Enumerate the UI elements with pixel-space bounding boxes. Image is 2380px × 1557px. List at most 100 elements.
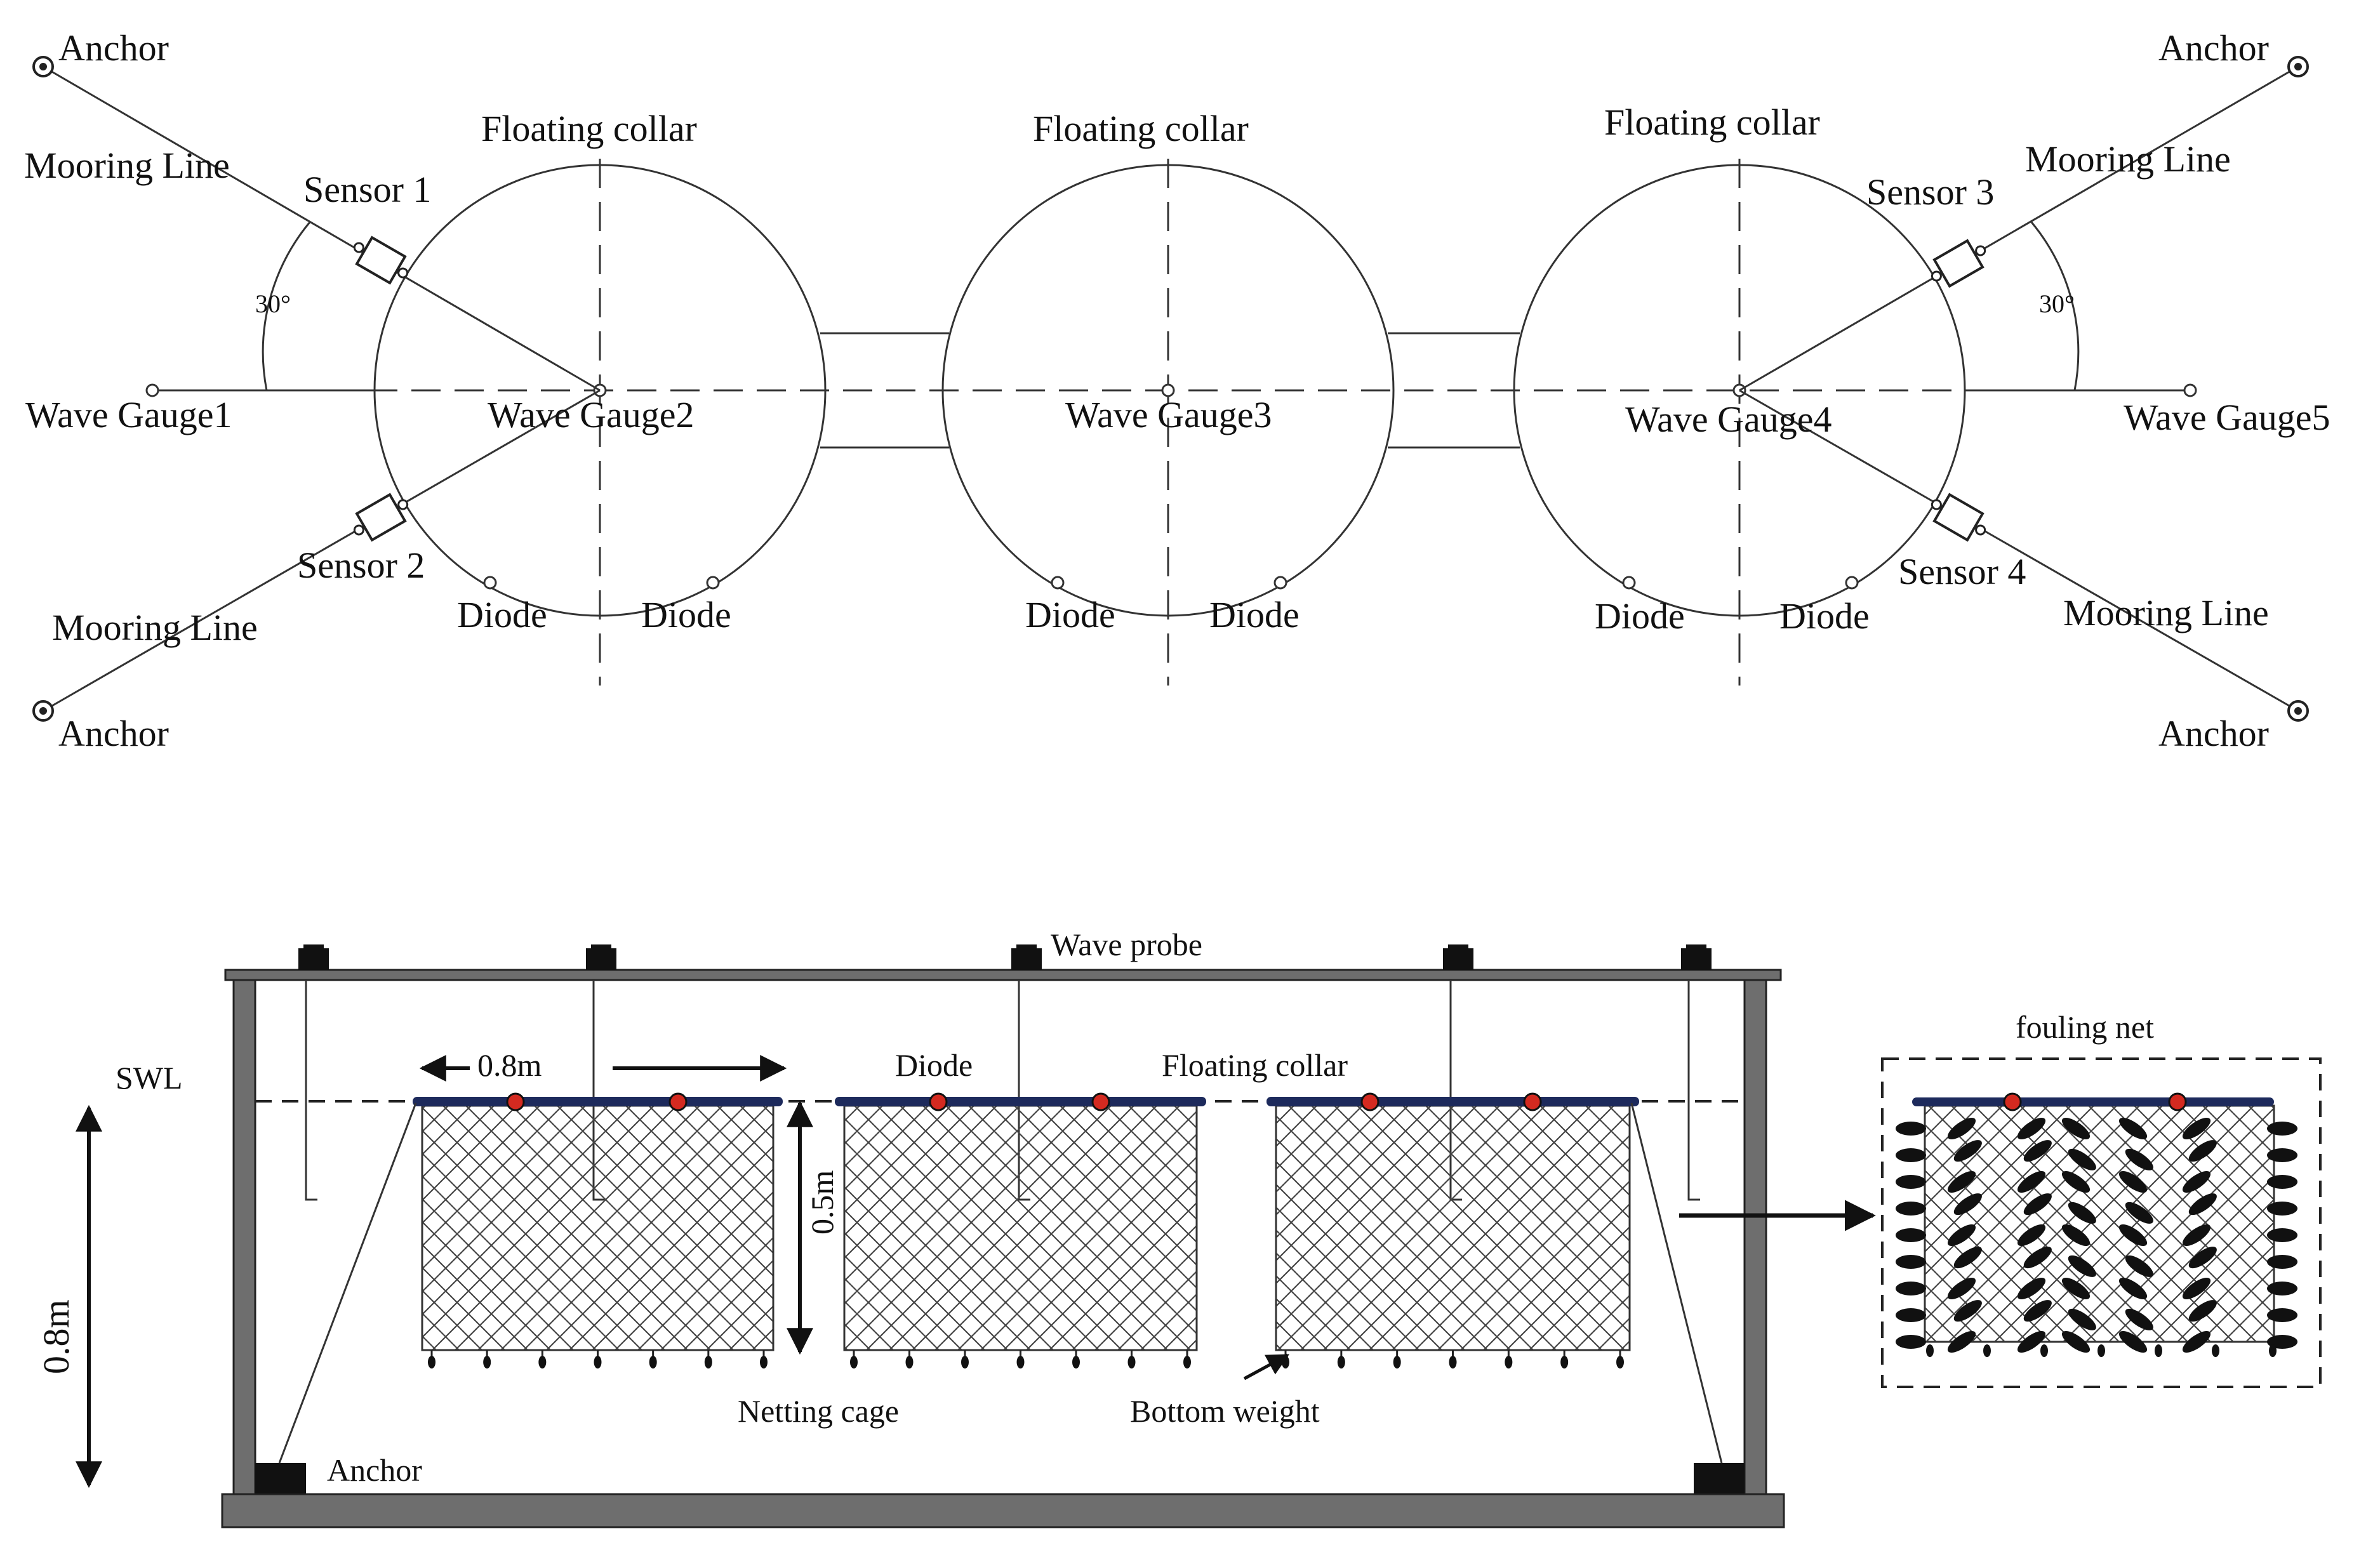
bottom-weight-icon <box>1560 1356 1569 1368</box>
label-wave-gauge-3: Wave Gauge3 <box>1065 394 1272 435</box>
wave-probe-mount-icon <box>1681 948 1712 970</box>
fouling-organism-icon <box>2017 1170 2046 1193</box>
fouling-organism-icon <box>2068 1308 2096 1330</box>
anchor-block-left <box>255 1463 306 1494</box>
fouling-organism-icon <box>2118 1117 2148 1140</box>
bottom-weight-icon <box>1016 1356 1025 1368</box>
wave-probe-rod <box>1687 980 1700 1201</box>
label-diode: Diode <box>1025 594 1115 635</box>
fouling-organism-icon <box>1953 1247 1982 1269</box>
fouling-organism-icon <box>2182 1224 2211 1247</box>
label-wave-gauge-1: Wave Gauge1 <box>25 394 232 435</box>
diode-marker-icon <box>929 1092 948 1111</box>
fouling-organism-icon <box>2267 1228 2297 1242</box>
fouling-organism-icon <box>2061 1170 2091 1193</box>
bottom-weight-icon <box>850 1356 858 1368</box>
bottom-weight-icon <box>1983 1344 1991 1357</box>
label-sensor-3: Sensor 3 <box>1866 171 1994 213</box>
label-diode: Diode <box>641 594 731 635</box>
bottom-weight-icon <box>1926 1344 1934 1357</box>
fouling-organism-icon <box>2118 1330 2148 1353</box>
fouling-organism-icon <box>2267 1255 2297 1269</box>
floating-collar-bar <box>835 1097 1206 1106</box>
side-mooring-left <box>278 1103 417 1464</box>
netting-cage-mesh <box>1275 1104 1631 1351</box>
bottom-weight-icon <box>961 1356 969 1368</box>
diode-marker-icon <box>1523 1092 1542 1111</box>
label-cage-diameter: 0.8m <box>477 1047 542 1083</box>
label-wave-gauge-2: Wave Gauge2 <box>488 394 694 435</box>
label-anchor-bottom-right: Anchor <box>2158 713 2269 754</box>
wave-probe-mount-icon <box>1011 948 1042 970</box>
tank-right-wall <box>1743 979 1767 1497</box>
label-cage-height: 0.5m <box>804 1170 840 1235</box>
label-mooring-top-right: Mooring Line <box>2025 138 2231 180</box>
fouling-net-box <box>1881 1057 2322 1388</box>
label-bottom-weight: Bottom weight <box>1130 1393 1320 1429</box>
wave-probe-cap-icon <box>591 944 611 951</box>
fouling-organism-icon <box>1947 1117 1976 1140</box>
fouling-organism-icon <box>2023 1193 2052 1216</box>
fouling-organism-icon <box>1953 1140 1982 1162</box>
tank-left-wall <box>232 979 256 1497</box>
fouling-organism-icon <box>2267 1122 2297 1136</box>
fouling-organism-icon <box>2118 1224 2148 1247</box>
anchor-icon <box>32 700 54 722</box>
fouling-organism-icon <box>1896 1255 1926 1269</box>
angle-arc-left <box>262 222 311 391</box>
bottom-weight-icon <box>649 1356 657 1368</box>
label-netting-cage: Netting cage <box>738 1393 899 1429</box>
fouling-organism-icon <box>1947 1330 1976 1353</box>
fouling-organism-icon <box>2267 1308 2297 1322</box>
diode-marker-icon <box>2168 1092 2187 1111</box>
fouling-organism-icon <box>2118 1277 2148 1300</box>
label-diode: Diode <box>1209 594 1300 635</box>
fouling-organism-icon <box>2182 1277 2211 1300</box>
fouling-organism-icon <box>2023 1247 2052 1269</box>
label-floating-collar-1: Floating collar <box>481 108 697 149</box>
label-diode-side: Diode <box>895 1047 973 1083</box>
diode-marker-icon <box>668 1092 688 1111</box>
label-sensor-1: Sensor 1 <box>303 169 431 210</box>
bottom-weight-icon <box>1393 1356 1401 1368</box>
bottom-weight-icon <box>483 1356 491 1368</box>
bottom-weight-icon <box>1183 1356 1191 1368</box>
fouling-organism-icon <box>1947 1277 1976 1300</box>
wave-probe-mount-icon <box>586 948 616 970</box>
angle-arc-right <box>2030 222 2080 391</box>
bottom-weight-icon <box>1337 1356 1345 1368</box>
bottom-weight-icon <box>1072 1356 1080 1368</box>
sensor-3-icon <box>1931 239 1986 288</box>
fouling-organism-icon <box>1896 1335 1926 1349</box>
bottom-weight-icon <box>760 1356 768 1368</box>
bottom-weight-icon <box>2040 1344 2048 1357</box>
diode-marker-icon <box>2003 1092 2022 1111</box>
bottom-weight-icon <box>2097 1344 2105 1357</box>
fouling-organism-icon <box>2125 1255 2153 1277</box>
fouling-organism-icon <box>1896 1228 1926 1242</box>
netting-cages <box>413 1092 1639 1351</box>
fouling-organism-icon <box>2017 1277 2046 1300</box>
label-diode: Diode <box>1595 595 1685 637</box>
diode-marker-icon <box>506 1092 525 1111</box>
label-swl: SWL <box>116 1060 183 1096</box>
anchor-block-right <box>1694 1463 1745 1494</box>
fouling-organism-icon <box>2188 1247 2217 1269</box>
label-mooring-bottom-right: Mooring Line <box>2063 592 2269 633</box>
fouling-organism-icon <box>2267 1282 2297 1295</box>
label-mooring-bottom-left: Mooring Line <box>52 607 258 648</box>
fouling-organism-icon <box>2061 1277 2091 1300</box>
fouling-organism-icon <box>2188 1193 2217 1216</box>
label-wave-gauge-4: Wave Gauge4 <box>1625 399 1832 440</box>
mooring-line-bottom-right <box>1739 389 2299 712</box>
diode-icon <box>1845 576 1859 590</box>
fouling-net-collar <box>1912 1097 2274 1106</box>
label-depth: 0.8m <box>36 1299 77 1374</box>
bottom-weight-icon <box>2212 1344 2219 1357</box>
wave-probe-mount-icon <box>1443 948 1473 970</box>
fouling-organism-icon <box>1896 1308 1926 1322</box>
fouling-organism-icon <box>2061 1117 2091 1140</box>
wave-probe-cap-icon <box>1016 944 1037 951</box>
fouling-organism-icon <box>2023 1300 2052 1322</box>
fouling-organism-icon <box>2267 1202 2297 1216</box>
